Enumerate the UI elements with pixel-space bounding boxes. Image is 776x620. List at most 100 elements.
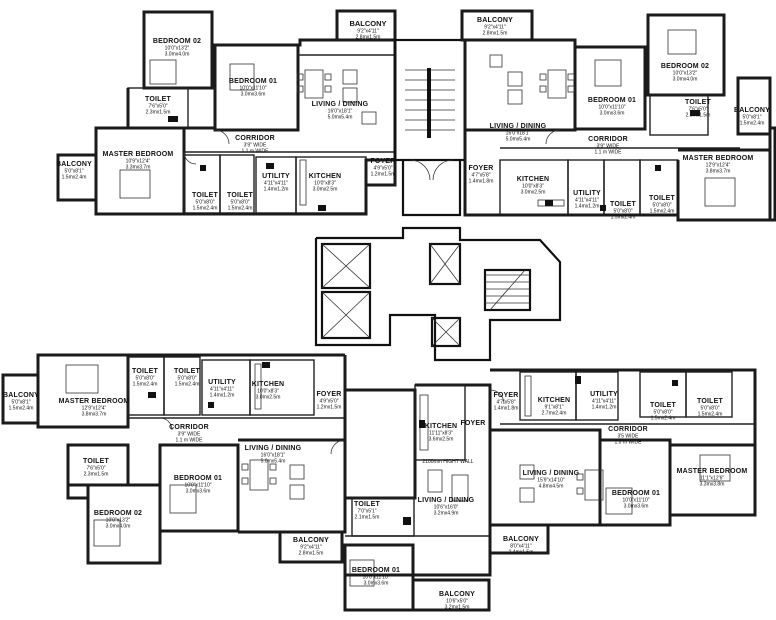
room-dim-e-master-0: 11'1"x12'6"	[700, 476, 724, 482]
room-dim-a-utility-0: 4'11"x4'11"	[264, 181, 288, 187]
room-dim-b-foyer-0: 4'7"x5'8"	[471, 173, 490, 179]
note-d-wall-note: 2100mm HIGHT WALL	[422, 459, 473, 465]
room-dim-a-foyer-0: 4'9"x5'0"	[373, 166, 392, 172]
room-dim-b-toilet-1-0: 7'6"x5'0"	[688, 107, 707, 113]
room-dim-c-corridor-1: 1.1 m WIDE	[176, 438, 204, 444]
room-dim-c-bedroom-02-0: 10'0"x13'2"	[106, 518, 131, 524]
room-dim-a-balcony-1-0: 9'2"x4'11"	[357, 29, 379, 35]
room-dim-c-toilet-2-0: 5'0"x8'0"	[177, 376, 196, 382]
room-dim-e-living-1: 4.8mx4.5m	[539, 484, 564, 490]
room-dim-e-foyer-0: 4'7"x5'8"	[496, 400, 515, 406]
room-dim-d-toilet-0: 7'0"x5'1"	[357, 509, 376, 515]
room-label-b-bedroom-01: BEDROOM 01	[588, 97, 636, 104]
room-label-d-balcony: BALCONY	[439, 591, 475, 598]
central-stair-top	[393, 38, 467, 217]
room-dim-c-foyer-1: 1.2mx1.5m	[317, 405, 342, 411]
room-dim-b-foyer-1: 1.4mx1.8m	[469, 179, 494, 185]
room-dim-b-master-1: 3.8mx3.7m	[706, 169, 731, 175]
room-dim-d-balcony-1: 3.2mx1.5m	[445, 605, 470, 611]
room-dim-a-kitchen-0: 10'0"x8'3"	[314, 181, 336, 187]
room-label-b-utility: UTILITY	[573, 190, 601, 197]
room-dim-d-toilet-1: 2.1mx1.5m	[355, 515, 380, 521]
room-dim-c-balcony-2-1: 2.8mx1.5m	[299, 551, 324, 557]
room-label-e-kitchen: KITCHEN	[538, 397, 571, 404]
room-dim-b-kitchen-0: 10'0"x8'3"	[522, 184, 544, 190]
room-label-c-toilet-3: TOILET	[83, 458, 109, 465]
room-label-e-toilet-1: TOILET	[650, 402, 676, 409]
room-dim-b-living-1: 5.0mx5.4m	[506, 137, 531, 143]
room-dim-e-utility-0: 4'11"x4'11"	[592, 399, 616, 405]
room-label-c-toilet-1: TOILET	[132, 368, 158, 375]
room-dim-a-living-1: 5.0mx5.4m	[328, 115, 353, 121]
room-dim-a-bedroom-02-0: 10'0"x13'2"	[165, 46, 190, 52]
room-dim-c-kitchen-0: 10'0"x8'3"	[257, 389, 279, 395]
room-label-e-foyer: FOYER	[493, 392, 518, 399]
room-dim-e-bedroom-01-1: 3.0mx3.6m	[624, 504, 649, 510]
room-dim-a-kitchen-1: 3.0mx2.5m	[313, 187, 338, 193]
room-dim-e-toilet-2-0: 5'0"x8'0"	[700, 406, 719, 412]
room-dim-c-kitchen-1: 3.0mx2.5m	[256, 395, 281, 401]
room-dim-b-toilet-3-0: 5'0"x8'0"	[652, 203, 671, 209]
room-dim-b-master-0: 12'9"x12'4"	[706, 163, 731, 169]
room-dim-b-utility-1: 1.4mx1.2m	[575, 204, 600, 210]
room-label-b-toilet-2: TOILET	[610, 201, 636, 208]
room-label-b-master: MASTER BEDROOM	[683, 155, 754, 162]
room-dim-c-balcony-2-0: 9'2"x4'11"	[300, 545, 322, 551]
room-dim-e-bedroom-01-0: 10'0"x11'10"	[622, 498, 649, 504]
room-dim-a-balcony-2-1: 1.5mx2.4m	[62, 175, 87, 181]
room-label-e-living: LIVING / DINING	[523, 470, 580, 477]
room-dim-e-master-1: 3.3mx3.8m	[700, 482, 725, 488]
room-dim-e-utility-1: 1.4mx1.2m	[592, 405, 617, 411]
room-dim-d-kitchen-1: 3.6mx2.5m	[429, 437, 454, 443]
room-label-a-balcony-2: BALCONY	[56, 161, 92, 168]
room-dim-c-bedroom-01-1: 3.0mx3.6m	[186, 489, 211, 495]
room-label-a-utility: UTILITY	[262, 173, 290, 180]
room-dim-c-balcony-1-0: 5'0"x8'1"	[11, 400, 30, 406]
room-dim-b-kitchen-1: 3.0mx2.5m	[521, 190, 546, 196]
room-dim-c-bedroom-02-1: 3.0mx4.0m	[106, 524, 131, 530]
room-dim-d-living-1: 3.2mx4.9m	[434, 511, 459, 517]
room-label-a-bedroom-01: BEDROOM 01	[229, 78, 277, 85]
room-label-e-toilet-2: TOILET	[697, 398, 723, 405]
room-label-a-toilet-2: TOILET	[192, 192, 218, 199]
room-label-b-balcony-1: BALCONY	[477, 17, 513, 24]
room-dim-a-toilet-2-1: 1.5mx2.4m	[193, 206, 218, 212]
room-dim-e-foyer-1: 1.4mx1.8m	[494, 406, 519, 412]
room-label-c-balcony-2: BALCONY	[293, 537, 329, 544]
room-dim-b-bedroom-02-0: 10'0"x13'2"	[673, 71, 698, 77]
room-dim-d-balcony-0: 10'6"x5'0"	[446, 599, 468, 605]
room-label-c-foyer: FOYER	[316, 391, 341, 398]
room-dim-b-corridor-1: 1.1 m WIDE	[595, 150, 623, 156]
room-label-e-corridor: CORRIDOR	[608, 426, 648, 433]
room-label-a-toilet-1: TOILET	[145, 96, 171, 103]
room-label-b-corridor: CORRIDOR	[588, 136, 628, 143]
room-dim-a-bedroom-01-1: 3.0mx3.6m	[241, 92, 266, 98]
room-label-a-master: MASTER BEDROOM	[103, 151, 174, 158]
room-dim-c-corridor-0: 3'9" WIDE	[178, 432, 201, 438]
room-dim-e-kitchen-1: 2.7mx2.4m	[542, 411, 567, 417]
room-dim-a-utility-1: 1.4mx1.2m	[264, 187, 289, 193]
room-dim-c-toilet-1-0: 5'0"x8'0"	[135, 376, 154, 382]
room-dim-b-toilet-1-1: 2.3mx1.5m	[686, 113, 711, 119]
room-dim-a-toilet-3-0: 5'0"x8'0"	[230, 200, 249, 206]
room-dim-a-master-1: 3.3mx3.7m	[126, 165, 151, 171]
room-label-b-foyer: FOYER	[468, 165, 493, 172]
room-label-b-living: LIVING / DINING	[490, 123, 547, 130]
room-dim-c-balcony-1-1: 1.5mx2.4m	[9, 406, 34, 412]
room-dim-b-balcony-2-0: 5'0"x8'1"	[742, 115, 761, 121]
room-dim-d-living-0: 10'6"x16'0"	[434, 505, 459, 511]
room-dim-e-balcony-1: 2.4mx1.5m	[509, 550, 534, 556]
room-label-d-toilet: TOILET	[354, 501, 380, 508]
room-dim-c-master-0: 12'9"x12'4"	[82, 406, 107, 412]
room-label-a-living: LIVING / DINING	[312, 101, 369, 108]
room-label-c-toilet-2: TOILET	[174, 368, 200, 375]
room-label-a-toilet-3: TOILET	[227, 192, 253, 199]
room-dim-c-toilet-3-1: 2.3mx1.5m	[84, 472, 109, 478]
room-label-d-kitchen: KITCHEN	[425, 423, 458, 430]
room-label-c-master: MASTER BEDROOM	[59, 398, 130, 405]
room-dim-b-utility-0: 4'11"x4'11"	[575, 198, 599, 204]
room-dim-b-bedroom-01-0: 10'0"x11'10"	[598, 105, 625, 111]
room-dim-d-bedroom-01-0: 10'0"x11'10"	[362, 575, 389, 581]
room-label-b-toilet-1: TOILET	[685, 99, 711, 106]
room-dim-e-corridor-0: 3'5 WIDE	[618, 434, 640, 440]
